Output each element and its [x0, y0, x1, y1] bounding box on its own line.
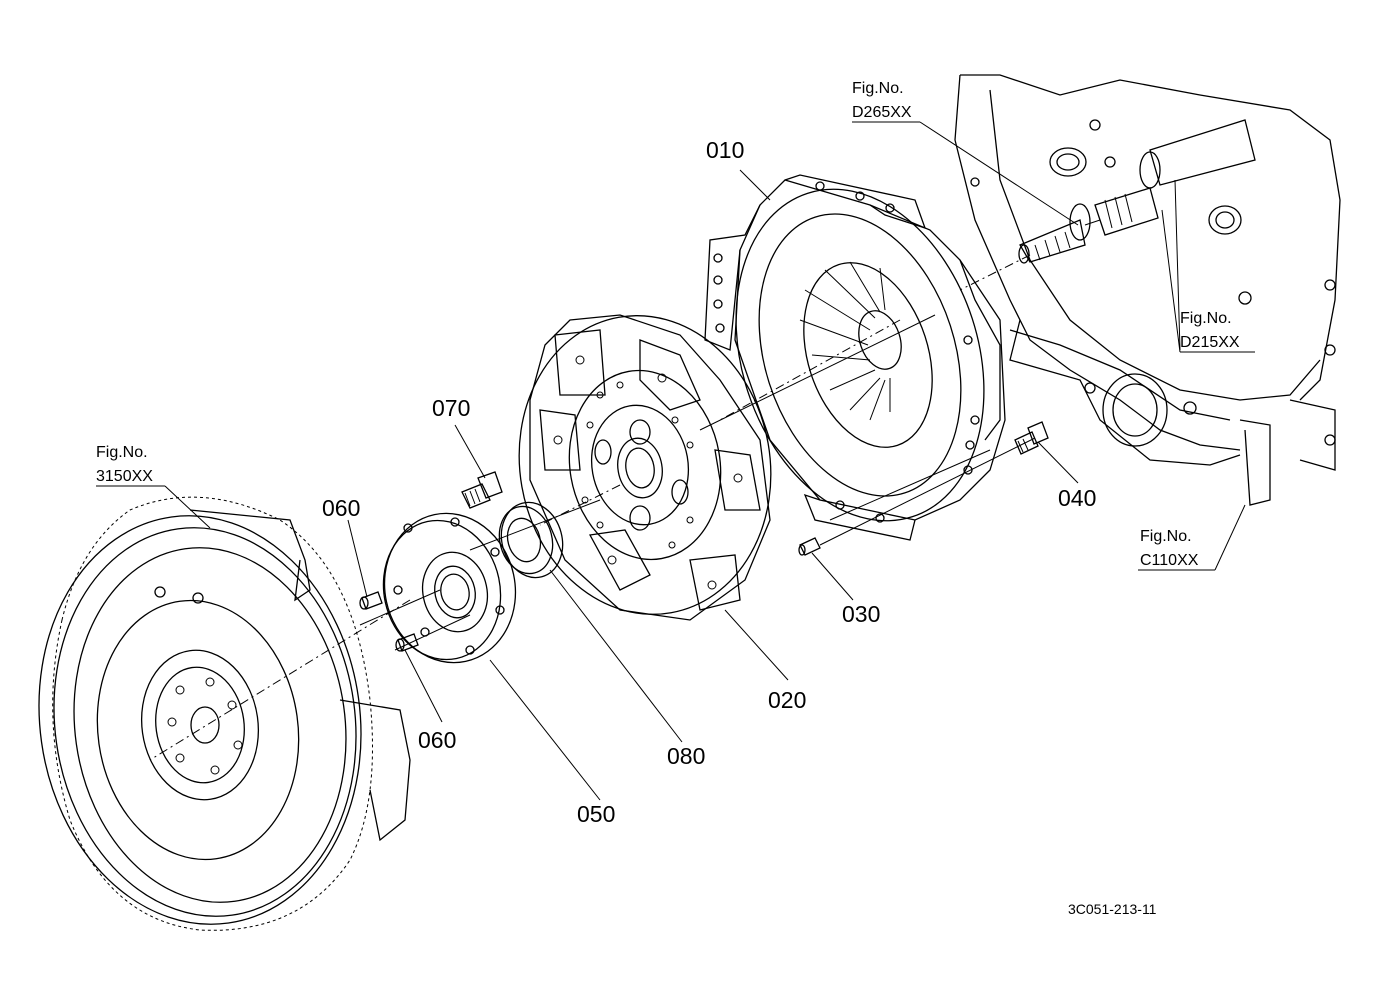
dowel-pin-060-upper[interactable]: [359, 591, 383, 610]
leader-lines: [96, 121, 1255, 801]
callout-070: 070: [432, 395, 470, 421]
flange-plate[interactable]: [371, 501, 529, 675]
callout-050: 050: [577, 801, 615, 827]
callout-060-lower: 060: [418, 727, 456, 753]
clutch-cover-assembly[interactable]: [695, 157, 1025, 553]
callout-030: 030: [842, 601, 880, 627]
fig-ref-d215-label: Fig.No.: [1180, 310, 1232, 327]
callout-040: 040: [1058, 485, 1096, 511]
fig-ref-c110-number: C110XX: [1140, 552, 1199, 569]
fig-ref-c110[interactable]: Fig.No. C110XX: [1140, 528, 1199, 569]
transmission-housing: [954, 74, 1341, 506]
flywheel: [38, 496, 411, 931]
fig-ref-d265-number: D265XX: [852, 104, 912, 121]
pilot-bearing[interactable]: [492, 496, 571, 585]
clutch-disc[interactable]: [496, 296, 794, 635]
drawing-code: 3C051-213-11: [1068, 901, 1157, 917]
fig-ref-3150-number: 3150XX: [96, 468, 153, 485]
bolt-070[interactable]: [461, 471, 503, 509]
callout-020: 020: [768, 687, 806, 713]
callout-060-upper: 060: [322, 495, 360, 521]
fig-ref-d265[interactable]: Fig.No. D265XX: [852, 80, 912, 121]
fig-ref-d215[interactable]: Fig.No. D215XX: [1180, 310, 1240, 351]
fig-ref-3150[interactable]: Fig.No. 3150XX: [96, 444, 153, 485]
fig-ref-d265-label: Fig.No.: [852, 80, 904, 97]
pin-030[interactable]: [798, 537, 821, 556]
callout-080: 080: [667, 743, 705, 769]
fig-ref-3150-label: Fig.No.: [96, 444, 148, 461]
fig-ref-c110-label: Fig.No.: [1140, 528, 1192, 545]
assembly-axis-lines: [149, 179, 1181, 761]
bolt-040[interactable]: [1014, 421, 1049, 455]
callout-010: 010: [706, 137, 744, 163]
fig-ref-d215-number: D215XX: [1180, 334, 1240, 351]
